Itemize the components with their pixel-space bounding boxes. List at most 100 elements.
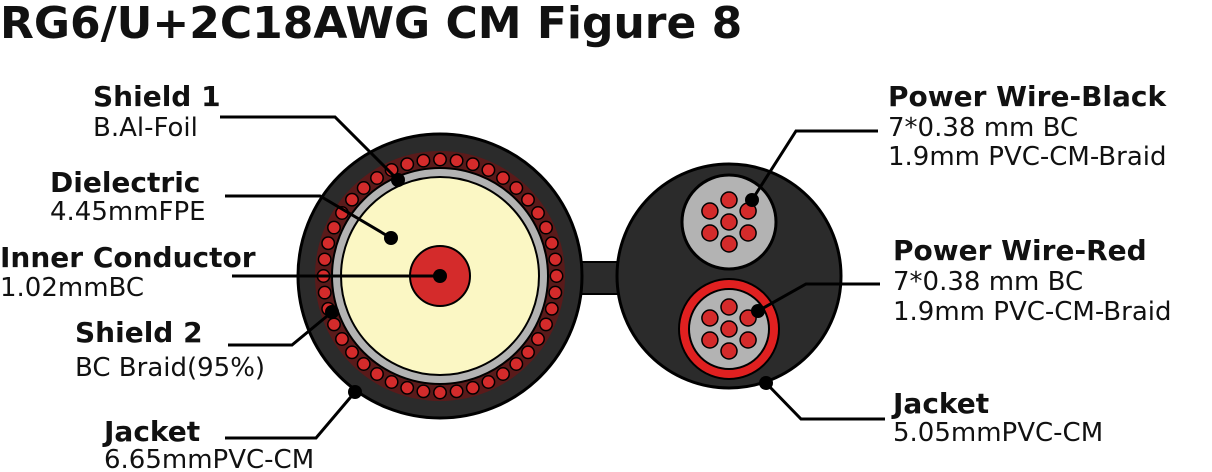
power-black-leader — [750, 129, 878, 201]
shield2-spec: BC Braid(95%) — [75, 353, 265, 383]
braid-strand — [433, 152, 447, 167]
braid-strand — [496, 367, 510, 381]
braid-strand — [335, 332, 349, 346]
braid-strand — [400, 380, 415, 395]
label-inner-conductor: Inner Conductor 1.02mmBC — [0, 241, 447, 303]
braid-strand — [531, 332, 545, 346]
braid-strand — [449, 384, 464, 399]
dielectric-leader — [225, 194, 392, 240]
braid-strand — [370, 171, 384, 185]
power-red-spec1: 7*0.38 mm BC — [893, 267, 1083, 297]
braid-strand — [509, 181, 524, 195]
diagram-title: RG6/U+2C18AWG CM Figure 8 — [0, 0, 742, 49]
conductor-strand — [720, 191, 738, 209]
braid-strand — [321, 236, 336, 251]
braid-strand — [548, 252, 563, 267]
black-wire-strands — [701, 191, 757, 253]
braid-strand — [539, 220, 553, 235]
braid-strand — [481, 375, 496, 389]
conductor-strand — [720, 298, 738, 316]
shield1-spec: B.Al-Foil — [93, 113, 198, 143]
shield1-leader — [220, 115, 400, 182]
braid-strand — [416, 153, 431, 168]
braid-strand — [400, 157, 415, 172]
braid-strand — [433, 385, 447, 400]
power-black-spec2: 1.9mm PVC-CM-Braid — [888, 142, 1167, 172]
dielectric-spec: 4.45mmFPE — [50, 197, 206, 227]
power-red-spec2: 1.9mm PVC-CM-Braid — [893, 297, 1172, 327]
coax-jacket-name: Jacket — [102, 415, 200, 448]
braid-strand — [509, 357, 524, 371]
conductor-strand — [720, 235, 738, 253]
braid-strand — [549, 269, 564, 283]
label-dielectric: Dielectric 4.45mmFPE — [50, 166, 398, 245]
braid-strand — [327, 317, 341, 332]
conductor-strand — [720, 342, 738, 360]
coax-jacket-spec: 6.65mmPVC-CM — [104, 445, 314, 472]
label-power-jacket: Jacket 5.05mmPVC-CM — [759, 376, 1103, 448]
label-shield2: Shield 2 BC Braid(95%) — [75, 305, 339, 383]
braid-strand — [521, 192, 535, 207]
braid-strand — [327, 220, 341, 235]
conductor-strand — [701, 309, 719, 327]
braid-strand — [465, 157, 480, 172]
conductor-strand — [720, 320, 738, 338]
braid-strand — [317, 285, 332, 300]
conductor-strand — [701, 224, 719, 242]
braid-strand — [416, 384, 431, 399]
braid-strand — [449, 153, 464, 168]
power-jacket-spec: 5.05mmPVC-CM — [893, 418, 1103, 448]
dielectric-name: Dielectric — [50, 166, 200, 199]
conductor-strand — [701, 331, 719, 349]
inner-conductor-name: Inner Conductor — [0, 241, 256, 274]
coax-jacket-leader — [225, 391, 357, 440]
shield2-leader — [228, 310, 333, 347]
label-power-red: Power Wire-Red 7*0.38 mm BC 1.9mm PVC-CM… — [751, 234, 1172, 327]
shield1-pointer-dot — [391, 173, 405, 187]
label-coax-jacket: Jacket 6.65mmPVC-CM — [102, 385, 362, 472]
braid-strand — [356, 181, 371, 195]
conductor-strand — [739, 331, 757, 349]
conductor-strand — [739, 224, 757, 242]
braid-strand — [531, 206, 545, 220]
power-jacket — [615, 162, 843, 390]
braid-strand — [481, 163, 496, 177]
shield2-name: Shield 2 — [75, 316, 203, 349]
braid-strand — [317, 252, 332, 267]
braid-strand — [384, 375, 399, 389]
braid-strand — [548, 285, 563, 300]
braid-strand — [345, 345, 359, 360]
label-shield1: Shield 1 B.Al-Foil — [93, 80, 405, 187]
power-jacket-leader — [764, 381, 885, 421]
braid-strand — [544, 301, 559, 316]
power-jacket-pointer-dot — [759, 376, 773, 390]
power-cable — [615, 162, 843, 390]
power-black-pointer-dot — [745, 193, 759, 207]
braid-strands — [316, 152, 564, 400]
inner-conductor-pointer-dot — [433, 269, 447, 283]
power-red-pointer-dot — [751, 304, 765, 318]
braid-strand — [544, 236, 559, 251]
braid-strand — [384, 163, 399, 177]
braid-strand — [356, 357, 371, 371]
shield1-name: Shield 1 — [93, 80, 221, 113]
power-black-spec1: 7*0.38 mm BC — [888, 113, 1078, 143]
conductor-strand — [701, 202, 719, 220]
braid-strand — [370, 367, 384, 381]
power-red-name: Power Wire-Red — [893, 234, 1147, 267]
conductor-strand — [720, 213, 738, 231]
braid-strand — [539, 317, 553, 332]
dielectric-pointer-dot — [384, 231, 398, 245]
coax-jacket-pointer-dot — [348, 385, 362, 399]
power-red-leader — [757, 282, 880, 313]
braid-strand — [521, 345, 535, 360]
power-black-name: Power Wire-Black — [888, 80, 1168, 113]
braid-strand — [496, 171, 510, 185]
braid-strand — [345, 192, 359, 207]
inner-conductor-spec: 1.02mmBC — [0, 273, 144, 303]
power-jacket-name: Jacket — [891, 387, 989, 420]
braid-strand — [465, 380, 480, 395]
shield2-pointer-dot — [325, 305, 339, 319]
label-power-black: Power Wire-Black 7*0.38 mm BC 1.9mm PVC-… — [745, 80, 1168, 207]
